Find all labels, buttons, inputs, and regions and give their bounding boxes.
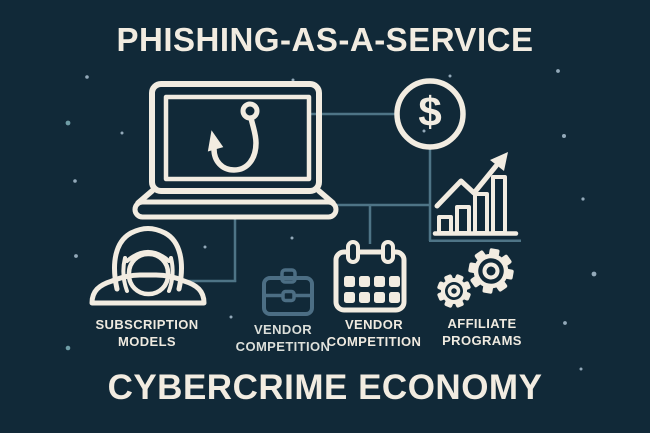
small-gear-icon — [437, 274, 471, 308]
label-vendor-competition-2: VENDOR COMPETITION — [326, 317, 422, 349]
page-title: PHISHING-AS-A-SERVICE — [116, 21, 534, 58]
dollar-coin-icon — [394, 78, 466, 150]
star-field — [65, 69, 597, 371]
label-affiliate-programs: AFFILIATE PROGRAMS — [442, 316, 522, 348]
footer-title: CYBERCRIME ECONOMY — [107, 368, 543, 407]
large-gear-icon — [468, 248, 514, 294]
calendar-dots — [344, 276, 400, 303]
growth-chart-icon — [432, 152, 519, 236]
label-subscription-models: SUBSCRIPTION MODELS — [95, 317, 199, 349]
label-vendor-competition-1: VENDOR COMPETITION — [235, 322, 331, 354]
gears-icon — [437, 248, 514, 308]
connector-lines — [183, 112, 521, 283]
calendar-icon — [333, 240, 407, 313]
dollar-symbol: $ — [418, 88, 442, 136]
hooded-hacker-icon — [89, 226, 207, 306]
briefcase-icon — [262, 268, 314, 316]
laptop-phishing-hook-icon — [132, 81, 339, 220]
fishing-hook-icon — [207, 101, 260, 173]
